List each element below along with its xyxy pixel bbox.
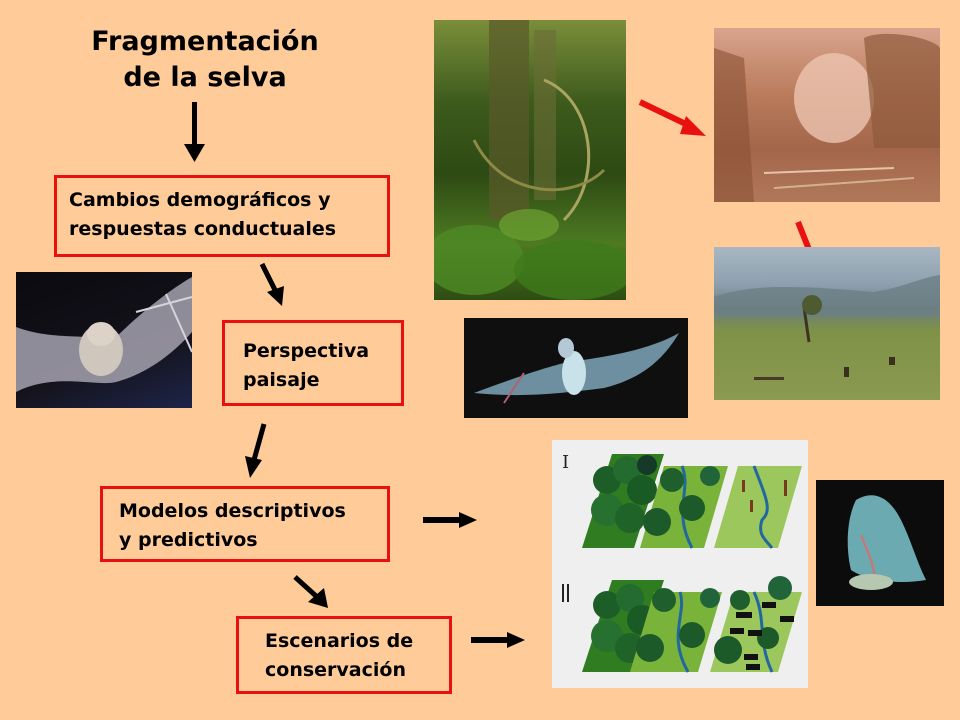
box-text-line: conservación <box>265 659 406 681</box>
box-text-line: y predictivos <box>119 529 258 551</box>
slide-title: Fragmentación de la selva <box>60 24 350 96</box>
arrow-right-icon <box>423 512 477 528</box>
bat-photo-flower <box>464 318 688 418</box>
box-perspectiva-paisaje: Perspectiva paisaje <box>222 320 404 406</box>
box-text-line: paisaje <box>243 369 320 391</box>
box-text-line: Perspectiva <box>243 340 370 362</box>
arrow-diagonal-icon <box>259 262 284 306</box>
box-text-line: Modelos descriptivos <box>119 500 346 522</box>
landscape-scenarios-figure: I <box>552 440 808 688</box>
box-cambios-demograficos: Cambios demográficos y respuestas conduc… <box>54 175 390 257</box>
arrow-red-icon <box>638 99 706 136</box>
box-escenarios: Escenarios de conservación <box>236 616 452 694</box>
arrow-diagonal-icon <box>245 423 267 478</box>
box-text-line: Cambios demográficos y <box>69 189 331 211</box>
burning-forest-photo <box>714 28 940 202</box>
title-line-2: de la selva <box>123 62 287 93</box>
rainforest-photo <box>434 20 626 300</box>
arrow-down-icon <box>184 102 205 162</box>
row-label-i: I <box>562 452 569 473</box>
bat-photo-right <box>816 480 944 606</box>
box-text-line: Escenarios de <box>265 630 414 652</box>
pasture-photo <box>714 247 940 400</box>
title-line-1: Fragmentación <box>91 26 319 57</box>
arrow-diagonal-icon <box>293 575 328 608</box>
box-text-line: respuestas conductuales <box>69 218 337 240</box>
arrow-right-icon <box>471 632 525 648</box>
box-modelos: Modelos descriptivos y predictivos <box>100 486 390 562</box>
bat-photo-left <box>16 272 192 408</box>
